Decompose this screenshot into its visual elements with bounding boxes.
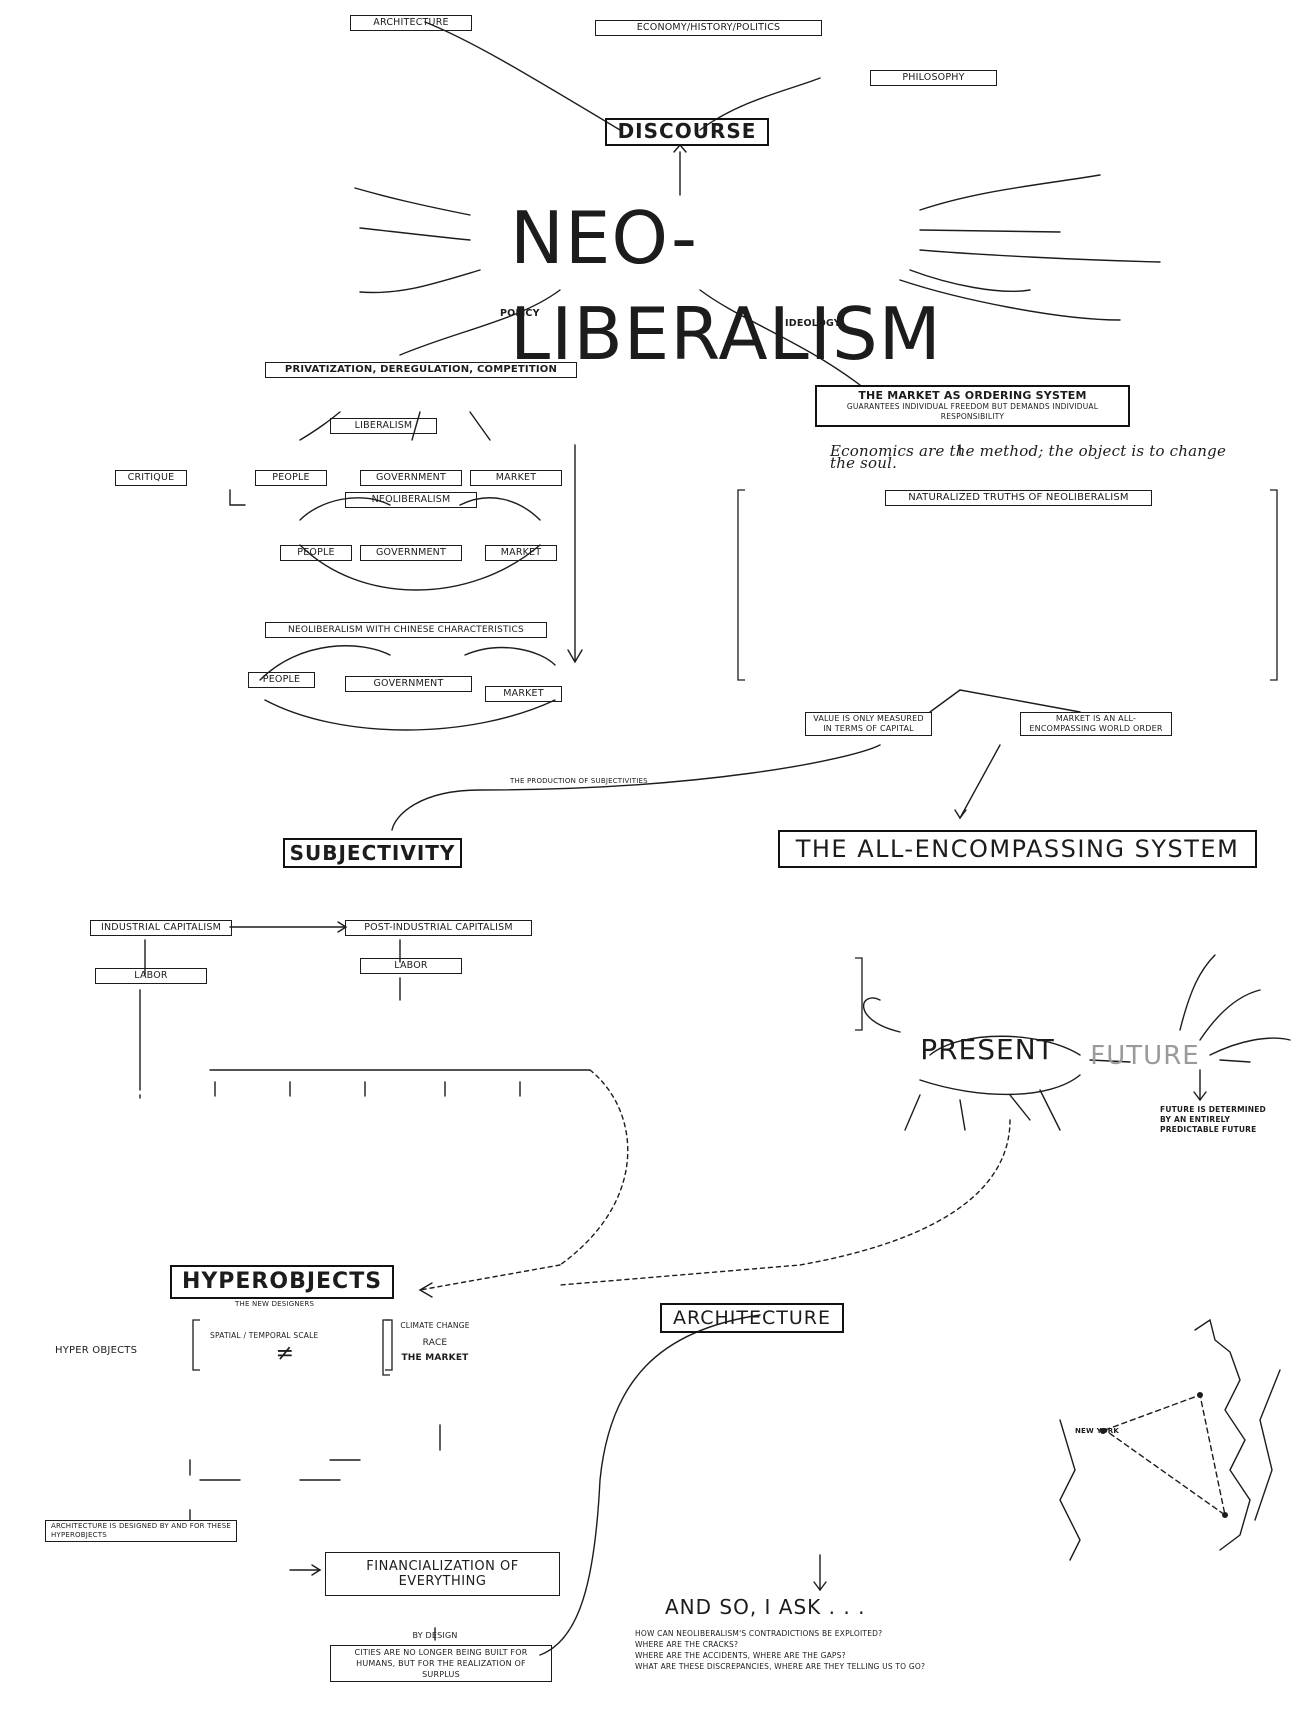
post-industrial-capitalism-box: POST-INDUSTRIAL CAPITALISM — [345, 920, 532, 936]
discourse-box: DISCOURSE — [605, 118, 769, 146]
architecture-designed-box: ARCHITECTURE IS DESIGNED BY AND FOR THES… — [45, 1520, 237, 1542]
cities-surplus-box: CITIES ARE NO LONGER BEING BUILT FOR HUM… — [330, 1645, 552, 1682]
race-label: RACE — [422, 1338, 448, 1348]
main-title: NEO-LIBERALISM — [510, 196, 942, 376]
market-box-1: MARKET — [470, 470, 562, 486]
market-world-order-box: MARKET IS AN ALL-ENCOMPASSING WORLD ORDE… — [1020, 712, 1172, 736]
neoliberalism-box: NEOLIBERALISM — [345, 492, 477, 508]
by-design-label: BY DESIGN — [412, 1631, 458, 1640]
labor-box-1: LABOR — [95, 968, 207, 984]
philosophy-box: PHILOSOPHY — [870, 70, 997, 86]
climate-change-label: CLIMATE CHANGE — [400, 1321, 470, 1330]
government-box-2: GOVERNMENT — [360, 545, 462, 561]
economics-quote: Economics are the method; the object is … — [830, 442, 1227, 472]
and-so-i-ask-heading: AND SO, I ASK . . . — [665, 1595, 866, 1619]
government-box-3: GOVERNMENT — [345, 676, 472, 692]
people-box-3: PEOPLE — [248, 672, 315, 688]
market-box-3: MARKET — [485, 686, 562, 702]
map-point-north — [1197, 1392, 1203, 1398]
connector-policy — [399, 289, 561, 356]
new-york-dot — [1100, 1428, 1106, 1434]
industrial-capitalism-box: INDUSTRIAL CAPITALISM — [90, 920, 232, 936]
economy-history-politics-box: ECONOMY/HISTORY/POLITICS — [595, 20, 822, 36]
present-label: PRESENT — [920, 1033, 1055, 1066]
critique-box: CRITIQUE — [115, 470, 187, 486]
market-ordering-subtitle: GUARANTEES INDIVIDUAL FREEDOM BUT DEMAND… — [846, 402, 1099, 421]
question-4: WHAT ARE THESE DISCREPANCIES, WHERE ARE … — [635, 1662, 926, 1671]
question-1: HOW CAN NEOLIBERALISM'S CONTRADICTIONS B… — [635, 1629, 883, 1638]
liberalism-box: LIBERALISM — [330, 418, 437, 434]
market-ordering-box: THE MARKET AS ORDERING SYSTEM GUARANTEES… — [815, 385, 1130, 427]
all-encompassing-box: THE ALL-ENCOMPASSING SYSTEM — [778, 830, 1257, 868]
people-box-1: PEOPLE — [255, 470, 327, 486]
financialization-box: FINANCIALIZATION OF EVERYTHING — [325, 1552, 560, 1596]
policy-label: POLICY — [500, 308, 540, 319]
value-capital-box: VALUE IS ONLY MEASURED IN TERMS OF CAPIT… — [805, 712, 932, 736]
the-market-label: THE MARKET — [401, 1353, 469, 1363]
architecture-box: ARCHITECTURE — [660, 1303, 844, 1333]
market-box-2: MARKET — [485, 545, 557, 561]
architecture-top-box: ARCHITECTURE — [350, 15, 472, 31]
not-equal-symbol: ≠ — [275, 1341, 295, 1366]
new-york-label: NEW YORK — [1075, 1427, 1119, 1435]
hyperobjects-box: HYPEROBJECTS — [170, 1265, 394, 1299]
privatization-box: PRIVATIZATION, DEREGULATION, COMPETITION — [265, 362, 577, 378]
future-label: FUTURE — [1090, 1041, 1200, 1071]
ideology-label: IDEOLOGY — [785, 318, 841, 329]
chinese-characteristics-box: NEOLIBERALISM WITH CHINESE CHARACTERISTI… — [265, 622, 547, 638]
production-subjectivities-label: THE PRODUCTION OF SUBJECTIVITIES — [510, 777, 648, 785]
question-2: WHERE ARE THE CRACKS? — [635, 1640, 739, 1649]
question-3: WHERE ARE THE ACCIDENTS, WHERE ARE THE G… — [635, 1651, 846, 1660]
naturalized-truths-box: NATURALIZED TRUTHS OF NEOLIBERALISM — [885, 490, 1152, 506]
connector-philosophy — [699, 77, 821, 131]
labor-box-2: LABOR — [360, 958, 462, 974]
questions-list: HOW CAN NEOLIBERALISM'S CONTRADICTIONS B… — [635, 1628, 1105, 1672]
connector-architecture-top — [424, 21, 621, 131]
people-box-2: PEOPLE — [280, 545, 352, 561]
hyperobjects-subtitle: THE NEW DESIGNERS — [235, 1300, 315, 1308]
government-box-1: GOVERNMENT — [360, 470, 462, 486]
map-point-south — [1222, 1512, 1228, 1518]
future-determined-note: FUTURE IS DETERMINED BY AN ENTIRELY PRED… — [1160, 1105, 1266, 1134]
spatial-scale-label: SPATIAL / TEMPORAL SCALE — [210, 1331, 319, 1340]
market-ordering-title: THE MARKET AS ORDERING SYSTEM — [858, 389, 1087, 402]
connector-ideology — [699, 289, 861, 386]
hyper-objects-label: HYPER OBJECTS — [55, 1345, 138, 1356]
financialization-title: FINANCIALIZATION OF EVERYTHING — [366, 1559, 519, 1589]
subjectivity-box: SUBJECTIVITY — [283, 838, 462, 868]
